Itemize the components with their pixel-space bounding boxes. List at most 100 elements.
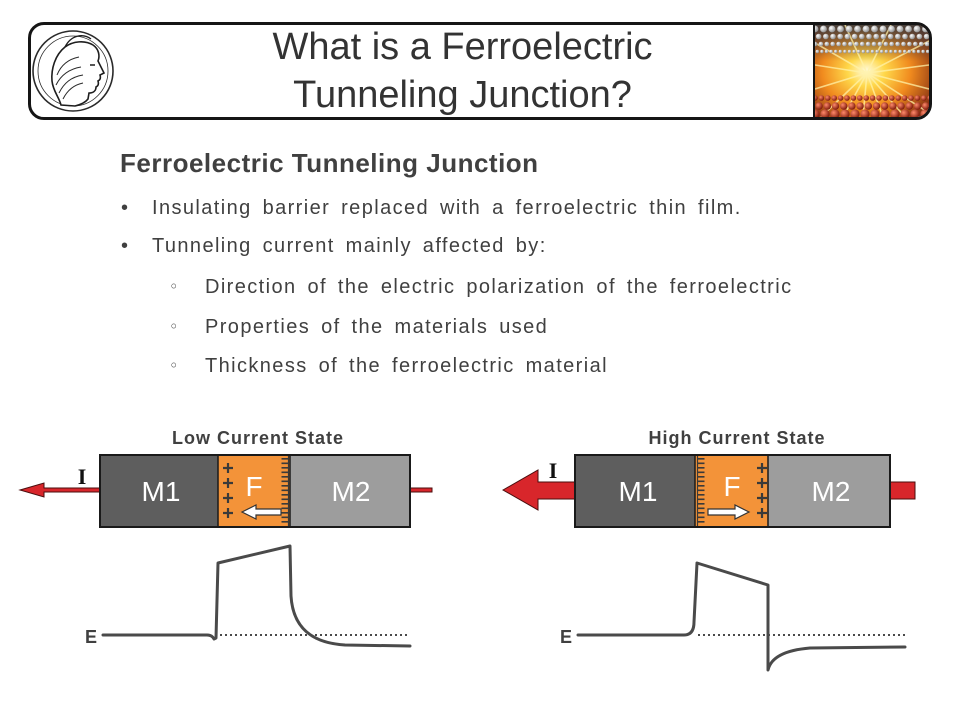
state-label: Low Current State xyxy=(172,428,344,448)
lattice-atom xyxy=(866,49,870,54)
lattice-atom xyxy=(815,49,819,54)
sub-bullet-glyph: ◦ xyxy=(169,356,179,375)
sub-bullet-glyph: ◦ xyxy=(169,277,179,296)
lattice-atom xyxy=(880,33,887,40)
current-symbol: I xyxy=(549,458,558,483)
lattice-atom xyxy=(820,109,830,117)
lattice-atom xyxy=(815,109,820,117)
lattice-atom xyxy=(922,25,929,33)
lattice-atom xyxy=(890,109,900,117)
lattice-atom xyxy=(873,33,879,40)
electrode-m2 xyxy=(768,455,890,527)
lattice-atom xyxy=(854,41,859,47)
lattice-atom xyxy=(863,95,869,101)
lattice-atom xyxy=(879,25,887,33)
energy-axis-label: E xyxy=(560,627,572,647)
layer-label-m1: M1 xyxy=(619,476,658,507)
lattice-atom xyxy=(820,49,824,54)
lattice-atom xyxy=(850,95,857,101)
lattice-atom xyxy=(859,33,865,40)
lattice-atom xyxy=(815,95,818,101)
lattice-atom xyxy=(815,25,819,33)
lattice-atom xyxy=(845,25,853,33)
positive-charge-marks xyxy=(757,463,767,518)
lattice-atom xyxy=(851,33,858,40)
electrode-m2 xyxy=(290,455,410,527)
lattice-atom xyxy=(861,49,865,54)
lattice-atom xyxy=(815,33,822,40)
lattice-atom xyxy=(913,102,922,110)
lattice-atom xyxy=(825,95,831,101)
lattice-atom xyxy=(823,33,829,40)
bullet-text: Insulating barrier replaced with a ferro… xyxy=(152,197,742,219)
lattice-atom xyxy=(865,41,871,47)
lattice-atom xyxy=(824,41,830,47)
lattice-atom xyxy=(854,25,861,33)
junction-outline xyxy=(574,454,891,528)
lattice-atom xyxy=(876,95,882,101)
sub-bullet-text: Properties of the materials used xyxy=(205,316,549,338)
lattice-atom xyxy=(897,102,905,110)
lattice-atom xyxy=(916,33,923,40)
layer-label-m1: M1 xyxy=(142,476,181,507)
lattice-atom xyxy=(818,41,824,47)
lattice-atom xyxy=(834,49,838,54)
layer-label-f: F xyxy=(723,471,740,502)
lattice-atom xyxy=(889,41,894,47)
lattice-atom xyxy=(843,49,847,54)
lattice-atom xyxy=(889,102,897,110)
lattice-atom xyxy=(907,49,911,54)
arrow-left-icon xyxy=(240,504,282,520)
lattice-atom xyxy=(815,41,818,47)
lattice-atom xyxy=(818,95,825,101)
lattice-atom xyxy=(852,49,856,54)
lattice-atom xyxy=(922,102,929,110)
lattice-atom xyxy=(895,33,901,40)
lattice-atom xyxy=(866,33,872,40)
lattice-atom xyxy=(840,109,850,117)
arrow-right-icon xyxy=(707,504,751,520)
lattice-atom xyxy=(910,109,920,117)
lattice-atom xyxy=(837,33,843,40)
lattice-atom xyxy=(916,49,921,54)
lattice-atom xyxy=(840,102,848,110)
lattice-atom xyxy=(884,49,888,54)
lattice-atom xyxy=(877,41,883,47)
sub-bullet-glyph: ◦ xyxy=(169,317,179,336)
lattice-atom xyxy=(848,102,856,110)
current-symbol: I xyxy=(78,464,87,489)
sub-bullet-text: Direction of the electric polarization o… xyxy=(205,276,793,298)
lattice-atom xyxy=(844,95,850,101)
lattice-atom xyxy=(842,41,847,47)
lattice-atom xyxy=(856,102,864,110)
negative-charge-marks xyxy=(696,456,705,526)
lattice-atom xyxy=(859,41,865,47)
junction-diagram-high-current: High Current State I M1 F M2 E xyxy=(501,428,916,672)
electrode-m1 xyxy=(100,455,218,527)
lattice-atom xyxy=(895,41,900,47)
lattice-atom xyxy=(920,109,929,117)
lattice-atom xyxy=(880,49,884,54)
lattice-atom xyxy=(898,49,902,54)
lattice-atom xyxy=(905,102,913,110)
lattice-atom xyxy=(870,109,880,117)
junction-outline xyxy=(99,454,411,528)
lattice-atom xyxy=(914,95,921,101)
lattice-atom xyxy=(887,33,894,40)
lattice-atom xyxy=(901,41,906,47)
lattice-atom xyxy=(830,109,840,117)
lattice-atom xyxy=(823,102,831,110)
lattice-atom xyxy=(837,25,844,33)
lattice-atom xyxy=(896,25,904,33)
lattice-atom xyxy=(830,33,836,40)
lattice-atom xyxy=(838,49,842,54)
lattice-atom xyxy=(880,109,890,117)
lattice-atom xyxy=(828,25,836,33)
lattice-atom xyxy=(860,109,870,117)
lattice-atom xyxy=(912,49,916,54)
lattice-atom xyxy=(820,25,827,33)
lattice-atom xyxy=(893,49,898,54)
state-label: High Current State xyxy=(648,428,825,448)
layer-label-m2: M2 xyxy=(812,476,851,507)
lattice-atom xyxy=(918,41,924,47)
